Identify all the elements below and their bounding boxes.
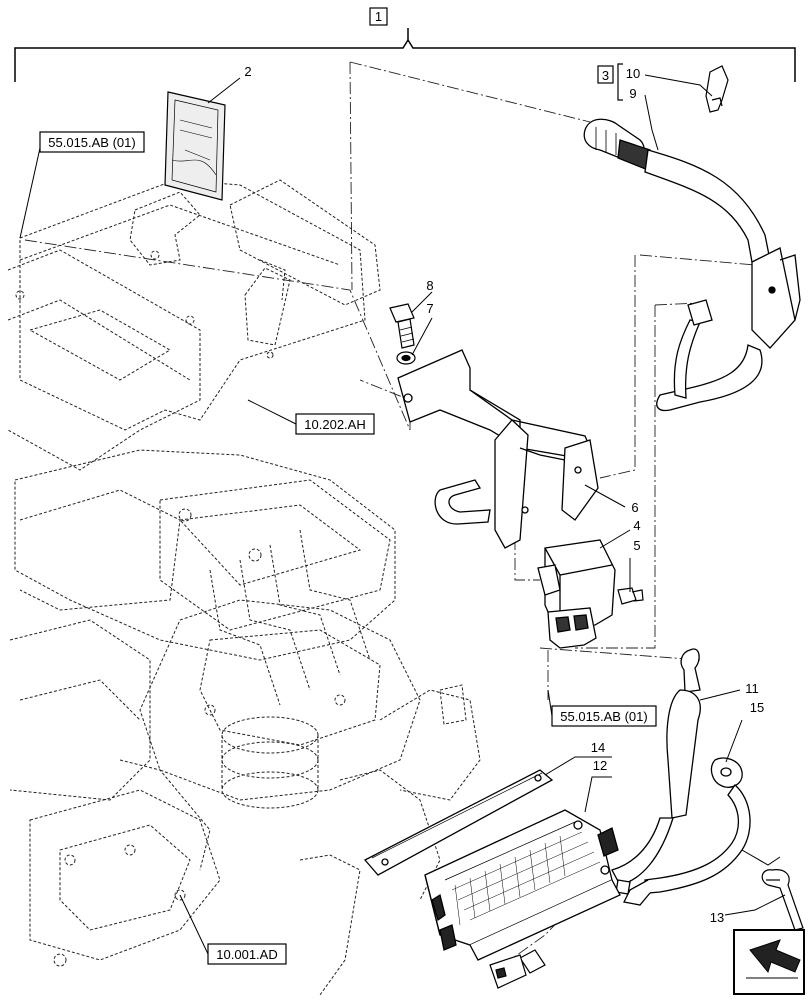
callout-12: 12 [593, 758, 607, 773]
ground-strap-part-15 [623, 757, 751, 906]
leader-11 [699, 689, 741, 701]
bracket-3 [617, 63, 623, 101]
callout-2: 2 [244, 64, 251, 79]
callout-5: 5 [633, 538, 640, 553]
control-unit-part-12 [424, 809, 621, 961]
alignment-lines [24, 61, 756, 961]
bolt-washer-parts [389, 303, 416, 365]
reference-box-10202[interactable]: 10.202.AH [295, 413, 375, 435]
reference-label: 10.001.AD [216, 947, 277, 962]
direction-arrow-icon[interactable] [733, 929, 805, 995]
reference-label: 55.015.AB (01) [560, 709, 647, 724]
leader-ref-10001 [179, 894, 209, 955]
callout-3: 3 [602, 68, 609, 83]
assembly-bracket [14, 28, 796, 82]
leader-8 [411, 291, 433, 313]
reference-label: 55.015.AB (01) [48, 135, 135, 150]
cable-tie-part-13 [761, 869, 804, 931]
module-box-part [537, 539, 616, 649]
decal-card-part [164, 91, 226, 201]
leader-13 [724, 894, 786, 916]
leader-6 [584, 484, 626, 508]
leader-9 [644, 94, 659, 151]
gasket-part-14 [363, 769, 554, 876]
callout-8: 8 [426, 278, 433, 293]
callout-15: 15 [750, 700, 764, 715]
leader-15 [725, 719, 743, 763]
engine-frame-phantom [7, 179, 481, 996]
leader-ref-55015-bottom [547, 689, 553, 717]
leader-7 [411, 317, 433, 356]
ecu-connector-plug [489, 949, 546, 989]
sleeved-cable-part-11 [611, 648, 701, 895]
harness-connector-part [583, 118, 801, 412]
reference-label: 10.202.AH [304, 417, 365, 432]
leader-ref-55015-top [19, 147, 41, 239]
leader-2 [207, 77, 241, 104]
callout-7: 7 [426, 301, 433, 316]
mounting-bracket-part [397, 349, 599, 549]
callout-6: 6 [631, 500, 638, 515]
leader-ref-10202 [247, 399, 297, 425]
callout-1: 1 [375, 9, 382, 24]
leader-13-upper [741, 849, 781, 866]
callout-4: 4 [633, 518, 640, 533]
callout-9: 9 [629, 86, 636, 101]
leader-12 [584, 776, 612, 813]
leader-14 [544, 756, 612, 776]
leader-10 [644, 74, 713, 97]
callout-11: 11 [745, 681, 759, 696]
callout-13: 13 [710, 910, 724, 925]
clip-part-10 [705, 65, 729, 113]
callout-14: 14 [591, 740, 605, 755]
leader-4 [599, 529, 631, 549]
reference-box-10001[interactable]: 10.001.AD [207, 943, 287, 965]
callout-box-1 [369, 7, 388, 26]
reference-box-55015-top[interactable]: 55.015.AB (01) [39, 131, 145, 153]
screw-part-5 [617, 587, 644, 605]
reference-box-55015-bottom[interactable]: 55.015.AB (01) [551, 705, 657, 727]
callout-10: 10 [626, 66, 640, 81]
callout-box-3 [597, 65, 614, 84]
